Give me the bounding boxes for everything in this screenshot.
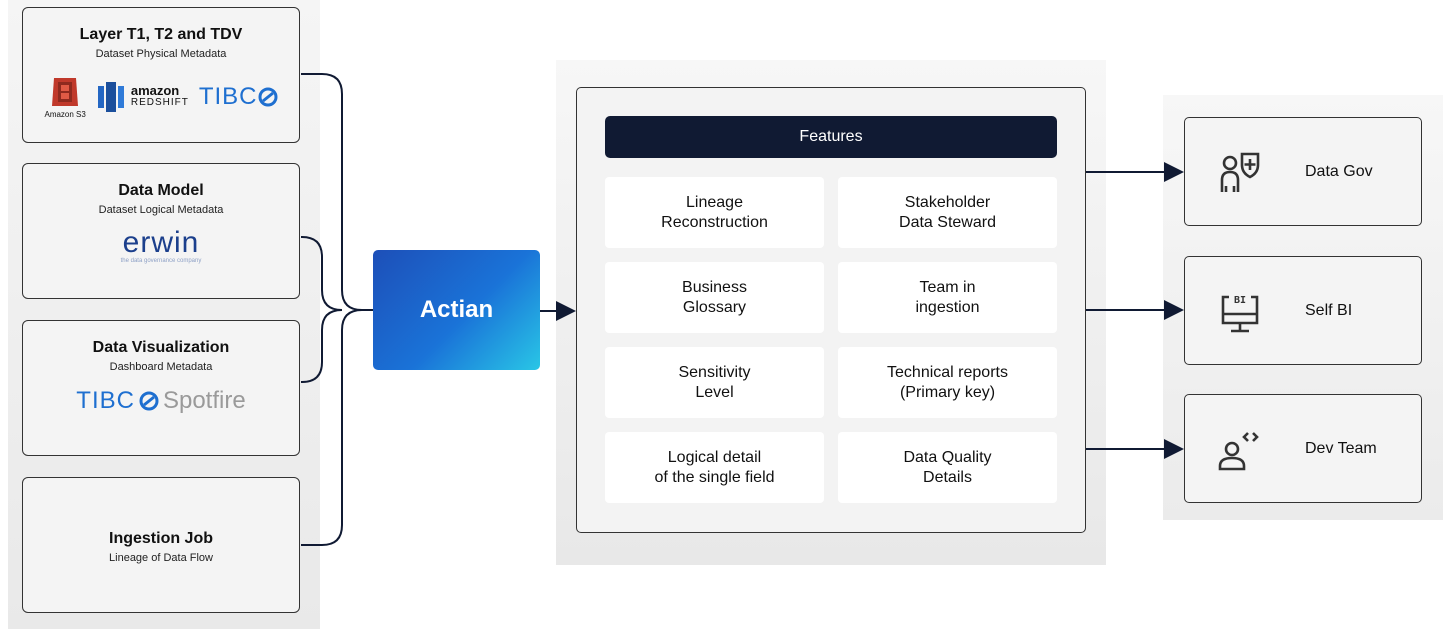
- amazon-s3-caption: Amazon S3: [44, 110, 86, 119]
- erwin-logo: erwin the data governance company: [23, 226, 299, 265]
- source-subtitle: Dataset Physical Metadata: [95, 48, 227, 60]
- user-shield-icon: [1220, 152, 1260, 192]
- feature-item: Technical reports (Primary key): [838, 347, 1057, 418]
- svg-text:BI: BI: [1234, 295, 1246, 306]
- tibco-spotfire-logo: TIBC Spotfire: [23, 387, 299, 415]
- target-label: Data Gov: [1305, 162, 1373, 180]
- target-label: Dev Team: [1305, 439, 1377, 457]
- hub-label: Actian: [419, 296, 494, 323]
- source-logos: Amazon S3 amazon REDSHIFT TIBC: [23, 74, 299, 119]
- feature-item: Business Glossary: [605, 262, 824, 333]
- source-layer-t1-t2-tdv: Layer T1, T2 and TDV Dataset Physical Me…: [22, 7, 300, 143]
- target-dev-team: Dev Team: [1184, 394, 1422, 503]
- source-data-visualization: Data Visualization Dashboard Metadata TI…: [22, 320, 300, 456]
- source-ingestion-job: Ingestion Job Lineage of Data Flow: [22, 477, 300, 613]
- source-title: Data Model: [118, 182, 204, 199]
- connector-source-3: [301, 309, 343, 383]
- source-data-model: Data Model Dataset Logical Metadata erwi…: [22, 163, 300, 299]
- source-subtitle: Lineage of Data Flow: [109, 552, 213, 564]
- user-code-icon: [1218, 432, 1259, 471]
- redshift-word-amazon: amazon: [130, 82, 180, 98]
- target-self-bi: BI Self BI: [1184, 256, 1422, 365]
- tibco-o-icon: [258, 87, 278, 106]
- tibco-o-icon: [139, 391, 159, 411]
- bi-monitor-icon: BI: [1221, 295, 1259, 333]
- tibco-wordmark: TIBC: [198, 82, 258, 110]
- connector-source-2: [301, 236, 343, 311]
- features-panel: Features Lineage Reconstruction Stakehol…: [576, 87, 1086, 533]
- source-subtitle: Dataset Logical Metadata: [98, 204, 224, 216]
- amazon-s3-logo: Amazon S3: [44, 74, 86, 119]
- feature-item: Stakeholder Data Steward: [838, 177, 1057, 248]
- redshift-word-redshift: REDSHIFT: [130, 96, 189, 108]
- target-data-gov: Data Gov: [1184, 117, 1422, 226]
- target-label: Self BI: [1305, 301, 1353, 319]
- amazon-redshift-logo: amazon REDSHIFT: [96, 80, 189, 114]
- source-subtitle: Dashboard Metadata: [109, 361, 213, 373]
- connector-source-4: [301, 309, 363, 546]
- erwin-tagline: the data governance company: [120, 258, 202, 264]
- feature-item: Team in ingestion: [838, 262, 1057, 333]
- features-header-label: Features: [799, 128, 863, 145]
- source-title: Ingestion Job: [109, 530, 213, 547]
- feature-item: Logical detail of the single field: [605, 432, 824, 503]
- feature-item: Sensitivity Level: [605, 347, 824, 418]
- features-header: Features: [605, 116, 1057, 158]
- feature-item: Data Quality Details: [838, 432, 1057, 503]
- feature-item: Lineage Reconstruction: [605, 177, 824, 248]
- actian-hub: Actian: [373, 250, 540, 370]
- spotfire-wordmark: Spotfire: [162, 387, 246, 414]
- tibco-wordmark: TIBC: [76, 387, 135, 414]
- source-title: Data Visualization: [92, 339, 230, 356]
- connector-source-1: [301, 73, 373, 311]
- source-title: Layer T1, T2 and TDV: [79, 26, 243, 43]
- erwin-wordmark: erwin: [122, 226, 200, 259]
- tibco-logo: TIBC: [199, 83, 278, 111]
